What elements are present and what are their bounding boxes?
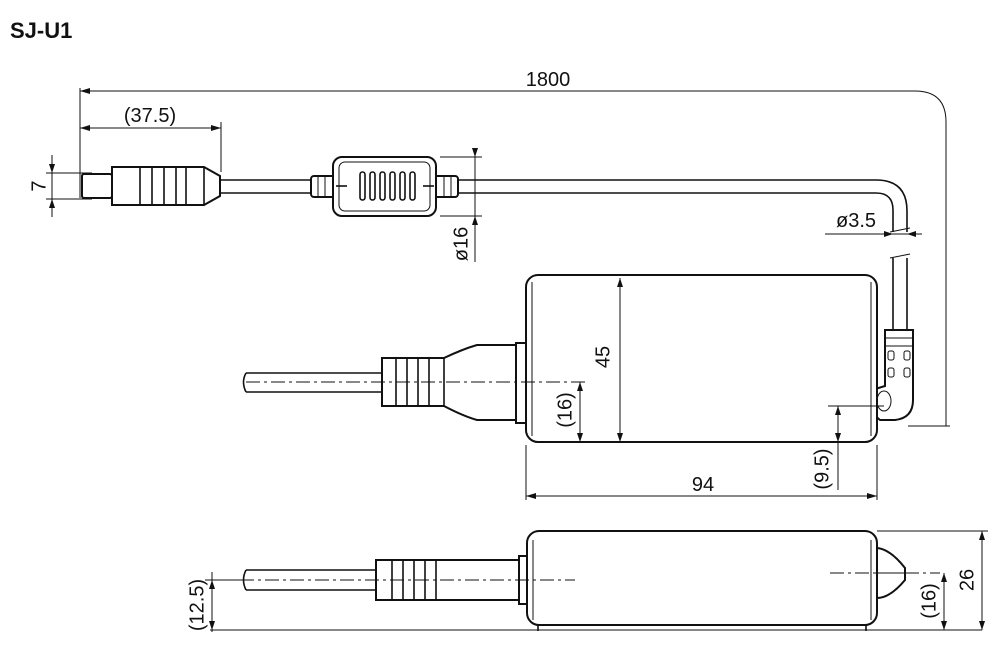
dimension-cable-offset: (16) bbox=[554, 382, 583, 442]
plug-height-label: 7 bbox=[28, 180, 50, 191]
body-width-label: 45 bbox=[592, 346, 614, 368]
connector-offset-label: (9.5) bbox=[811, 448, 833, 489]
dimension-ferrite-diameter: ø16 bbox=[440, 148, 482, 262]
dimension-cable-length: 1800 bbox=[79, 69, 950, 427]
dimension-body-width: 45 bbox=[592, 278, 623, 442]
side-body bbox=[526, 530, 878, 626]
cable-offset-label: (16) bbox=[554, 392, 576, 428]
cable-diameter-label: ø3.5 bbox=[836, 210, 876, 232]
dimension-side-connector-height: (16) bbox=[918, 573, 947, 630]
body-length-label: 94 bbox=[692, 474, 714, 496]
dimension-connector-offset: (9.5) bbox=[811, 405, 884, 490]
cable-segment bbox=[458, 192, 894, 232]
plug-length-label: (37.5) bbox=[124, 105, 176, 127]
ferrite-core bbox=[310, 156, 459, 217]
top-view: 1800 (37.5) 7 bbox=[28, 69, 950, 500]
cable-segment bbox=[458, 179, 908, 232]
side-view: (12.5) (16) 26 bbox=[186, 530, 988, 632]
ferrite-diameter-label: ø16 bbox=[450, 227, 472, 261]
dimension-side-cable-height: (12.5) bbox=[186, 572, 250, 632]
body-height-label: 26 bbox=[956, 569, 978, 591]
body-feet bbox=[537, 625, 867, 631]
dimension-cable-diameter: ø3.5 bbox=[825, 210, 922, 237]
usb-plug bbox=[81, 166, 221, 206]
side-connector-height-label: (16) bbox=[918, 583, 940, 619]
cable-length-label: 1800 bbox=[526, 69, 571, 91]
side-cable-height-label: (12.5) bbox=[186, 579, 208, 631]
adapter-body bbox=[525, 274, 878, 443]
dimension-body-length: 94 bbox=[525, 445, 878, 500]
output-cable bbox=[242, 342, 527, 424]
model-title: SJ-U1 bbox=[10, 18, 72, 43]
dimension-body-height: 26 bbox=[877, 530, 988, 630]
dimension-plug-length: (37.5) bbox=[80, 105, 222, 172]
